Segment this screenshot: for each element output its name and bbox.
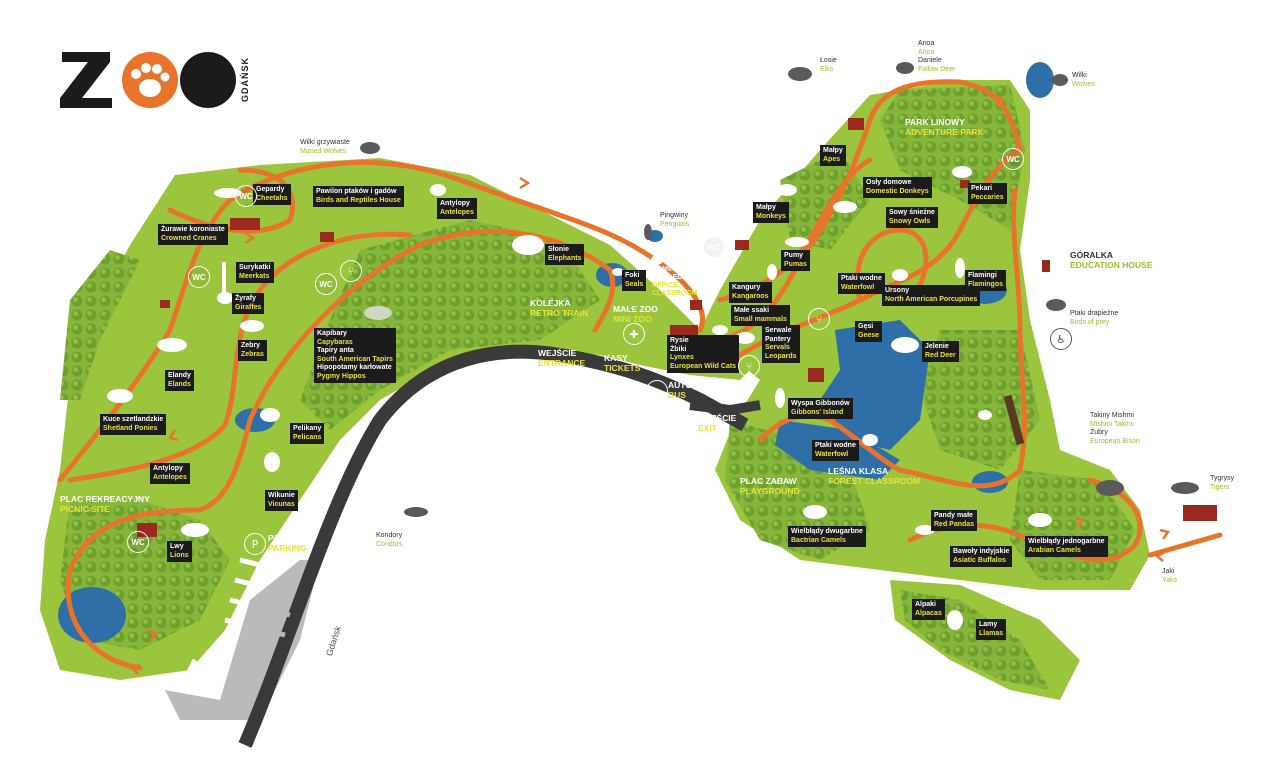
parking-icon[interactable]: P	[244, 533, 266, 555]
zoo-logo	[60, 48, 270, 110]
bus-icon[interactable]: ▭	[646, 380, 668, 402]
restaurant-icon[interactable]: ⑂	[340, 260, 362, 282]
fence	[1003, 394, 1025, 446]
wc-icon[interactable]: WC	[703, 236, 725, 258]
roads	[238, 344, 761, 748]
wc-icon[interactable]: WC	[1002, 148, 1024, 170]
parking-lot	[172, 557, 301, 712]
animal-silhouettes	[107, 166, 1052, 630]
restaurant-icon[interactable]: ⑂	[738, 355, 760, 377]
zoo-logo-graphic	[60, 52, 236, 108]
wc-icon[interactable]: WC	[315, 273, 337, 295]
restaurant-icon[interactable]: ⑂	[808, 308, 830, 330]
first-aid-icon[interactable]: ✚	[623, 323, 645, 345]
logo-city-text: GDAŃSK	[240, 56, 250, 102]
wc-icon[interactable]: WC	[188, 266, 210, 288]
outside-animal-silhouettes	[360, 62, 1199, 517]
wc-icon[interactable]: WC	[235, 185, 257, 207]
direction-arrows	[129, 93, 1171, 675]
wheelchair-icon[interactable]: ♿	[1050, 328, 1072, 350]
wc-icon[interactable]: WC	[127, 531, 149, 553]
